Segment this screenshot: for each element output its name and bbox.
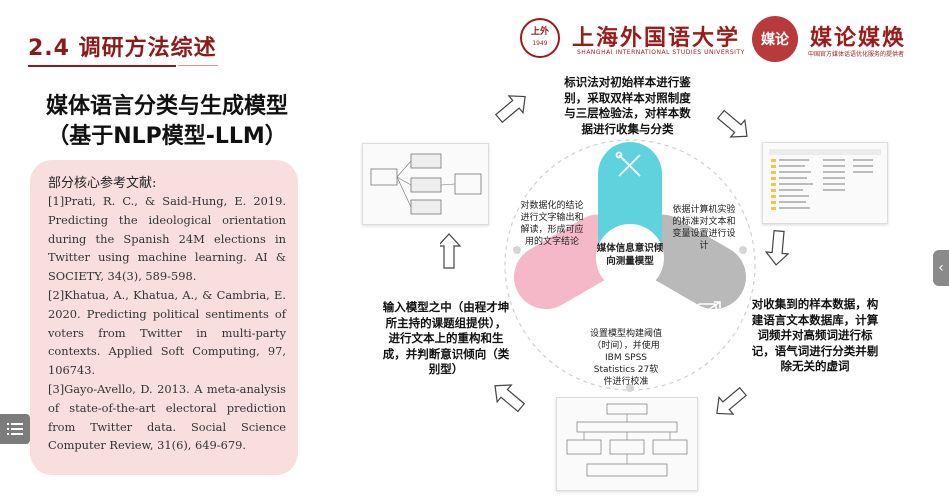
reference-item: [2]Khatua, A., Khatua, A., & Cambria, E.… — [48, 287, 286, 378]
brand-slogan: 中国官方媒体话语优化服务的提供者 — [808, 51, 905, 58]
references-list: [1]Prati, R. C., & Said-Hung, E. 2019. P… — [48, 192, 286, 455]
ring-dot — [626, 384, 634, 392]
collapse-panel-button[interactable]: ‹ — [933, 250, 949, 286]
references-card — [30, 160, 298, 475]
reference-item: [1]Prati, R. C., & Said-Hung, E. 2019. P… — [48, 194, 286, 284]
section-underline — [28, 65, 176, 67]
references-heading: 部分核心参考文献: — [48, 176, 157, 191]
section-underline-thin — [178, 65, 218, 66]
main-title: 媒体语言分类与生成模型 （基于NLP模型-LLM） — [22, 92, 312, 152]
step-text-left: 输入模型之中（由程才坤所主持的课题组提供），进行文本上的重构和生成，并判断意识倾… — [382, 300, 510, 376]
share-icon — [697, 301, 721, 321]
process-diagram-thumbnail-graphic — [566, 403, 688, 477]
settings-icon — [537, 324, 563, 344]
main-title-line1: 媒体语言分类与生成模型 — [45, 94, 288, 119]
tools-icon — [615, 151, 641, 177]
brand-seal-logo: 媒论 — [752, 16, 798, 62]
section-title: 2.4 调研方法综述 — [28, 36, 217, 61]
cycle-diagram — [440, 95, 790, 415]
petal-text-left: 对数据化的结论进行文字输出和解读，形成可应用的文字结论 — [520, 201, 584, 247]
ring-dot — [513, 246, 521, 254]
seal-year: 1949 — [532, 40, 548, 47]
center-circle — [596, 224, 664, 292]
petal-text-bottom: 设置模型构建阈值（时间），并使用IBM SPSS Statistics 27软件… — [590, 329, 663, 387]
arrow-icon — [440, 95, 790, 415]
dashed-cycle-ring — [504, 139, 756, 391]
university-name-en: SHANGHAI INTERNATIONAL STUDIES UNIVERSIT… — [577, 49, 745, 56]
thumbnail-flowchart — [362, 143, 489, 225]
thumbnail-process-diagram — [556, 397, 698, 491]
reference-item: [3]Gayo-Avello, D. 2013. A meta-analysis… — [48, 381, 286, 453]
menu-button[interactable] — [0, 414, 30, 444]
chevron-left-icon: ‹ — [938, 260, 944, 276]
menu-icon — [7, 423, 23, 435]
ring-dot — [739, 246, 747, 254]
center-label: 媒体信息意识倾向测量模型 — [596, 243, 664, 267]
flowchart-thumbnail-graphic — [370, 153, 482, 215]
step-text-right: 对收集到的样本数据，构建语言文本数据库，计算词频并对高频词进行标记，语气词进行分… — [751, 297, 879, 373]
step-text-top: 标识法对初始样本进行鉴别，采取双样本对照制度与三层检验法，对样本数据进行收集与分… — [564, 75, 691, 136]
brand-name: 媒论媒焕 — [810, 26, 907, 51]
university-seal-logo: 上外 1949 — [520, 18, 560, 58]
university-name: 上海外国语大学 — [572, 25, 741, 51]
main-title-line2: （基于NLP模型-LLM） — [47, 124, 287, 149]
seal-text: 上外 — [530, 27, 549, 37]
petal-text-right: 依据计算机实验的标准对文本和变量设置进行设计 — [672, 205, 736, 251]
thumbnail-file-list — [762, 142, 888, 224]
file-list-thumbnail-graphic — [769, 149, 881, 210]
